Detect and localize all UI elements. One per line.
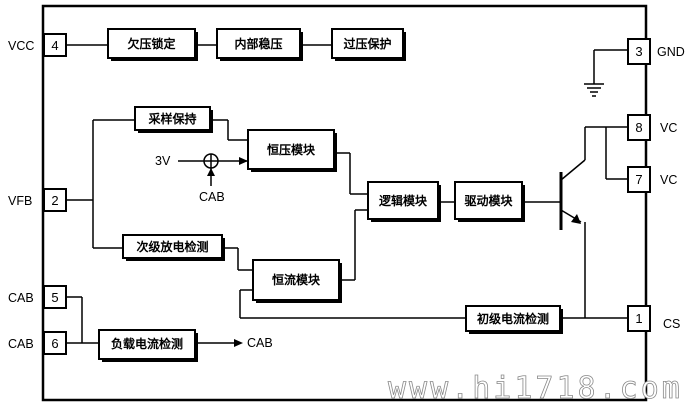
pin-6-number: 6 [51,336,58,351]
block-logic-label: 逻辑模块 [379,193,428,208]
block-regulator-label: 内部稳压 [234,36,282,51]
pin-5-number: 5 [51,290,58,305]
block-constant-current-label: 恒流模块 [272,272,321,287]
block-regulator: 内部稳压 [216,28,303,61]
cab-output-label: CAB [247,336,273,350]
pin-4-number: 4 [51,38,58,53]
block-secondary-discharge: 次级放电检测 [122,234,225,261]
pin-7: 7 VC [627,166,677,193]
cab-sum-label: CAB [199,190,225,204]
pin-3-label: GND [657,45,685,59]
wires [66,44,628,344]
pin-7-label: VC [660,173,677,187]
pin-8: 8 VC [627,114,677,141]
pin-6: 6 CAB [8,331,67,355]
block-sample-hold: 采样保持 [134,106,213,133]
block-sample-hold-label: 采样保持 [147,111,196,126]
pin-8-label: VC [660,121,677,135]
pin-5-label: CAB [8,291,34,305]
pin-2-number: 2 [51,193,58,208]
block-constant-voltage: 恒压模块 [247,129,337,172]
block-load-current: 负载电流检测 [98,329,198,362]
summing-junction-icon [203,153,219,169]
pin-2: 2 VFB [8,188,67,212]
pin-4-label: VCC [8,39,34,53]
pin-7-number: 7 [635,172,642,187]
block-uvlo: 欠压锁定 [107,28,198,61]
pin-1-number: 1 [635,311,642,326]
block-constant-current: 恒流模块 [252,259,342,303]
pin-3: 3 GND [627,38,685,65]
ground-icon [584,83,604,97]
block-drive-label: 驱动模块 [464,193,513,208]
block-ovp: 过压保护 [331,28,406,61]
block-uvlo-label: 欠压锁定 [127,36,175,51]
block-load-current-label: 负载电流检测 [111,336,183,351]
block-primary-current-label: 初级电流检测 [477,311,549,326]
watermark: www.hi1718.com [388,371,683,406]
block-drive: 驱动模块 [454,181,525,222]
block-primary-current: 初级电流检测 [465,305,563,334]
voltage-3v-label: 3V [155,154,171,168]
block-logic: 逻辑模块 [367,181,441,222]
pin-1-label: CS [663,317,680,331]
block-ovp-label: 过压保护 [343,36,391,51]
pin-2-label: VFB [8,194,32,208]
arrow-heads [207,157,581,347]
block-secondary-discharge-label: 次级放电检测 [136,239,208,254]
pin-3-number: 3 [635,44,642,59]
pin-5: 5 CAB [8,285,67,309]
pin-6-label: CAB [8,337,34,351]
pin-1: 1 CS [627,305,680,332]
pin-4: 4 VCC [8,33,67,57]
pin-8-number: 8 [635,120,642,135]
block-constant-voltage-label: 恒压模块 [267,142,316,157]
